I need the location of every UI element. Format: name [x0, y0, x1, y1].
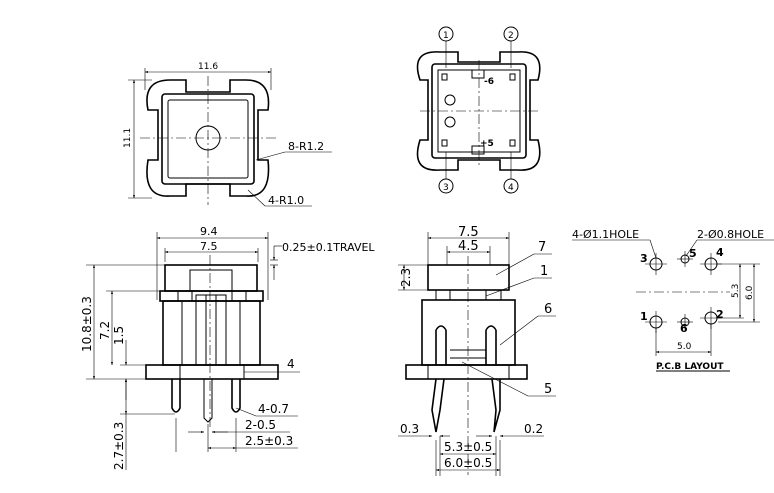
- pcb-title: P.C.B LAYOUT: [656, 362, 724, 372]
- side-callout-6: 6: [544, 302, 552, 317]
- pin-label-1: 1: [443, 31, 449, 41]
- pcb-pin-6: 6: [680, 322, 688, 335]
- pcb-pin-1: 1: [640, 310, 648, 323]
- front-width-inner: 7.5: [200, 240, 218, 253]
- pcb-dim-w: 5.0: [677, 342, 692, 352]
- side-lead-left: 0.3: [400, 422, 419, 436]
- side-cap-height: 2.3: [399, 268, 413, 287]
- front-height-total: 10.8±0.3: [80, 296, 94, 352]
- side-callout-5: 5: [544, 382, 552, 397]
- pin-label-3: 3: [443, 183, 449, 193]
- front-view: 9.4 7.5 0.25±0.1TRAVEL: [80, 225, 375, 470]
- pin-label-4: 4: [508, 183, 514, 193]
- top-width-label: 11.6: [198, 62, 218, 72]
- side-span-a: 5.3±0.5: [444, 440, 492, 454]
- side-cap-width: 7.5: [458, 225, 479, 240]
- radius-label-b: 4-R1.0: [268, 194, 304, 207]
- front-dim-c: 2.5±0.3: [245, 434, 293, 448]
- pcb-hole-large-label: 4-Ø1.1HOLE: [572, 228, 639, 241]
- travel-label: 0.25±0.1TRAVEL: [282, 241, 375, 254]
- front-width-outer: 9.4: [200, 225, 218, 238]
- front-dim-a: 4-0.7: [258, 402, 289, 416]
- pcb-pin-3: 3: [640, 252, 648, 265]
- front-callout-4: 4: [287, 357, 295, 371]
- top-view: 11.6 11.1 8-R1.2 4-R1.0: [123, 62, 332, 207]
- side-view: 7.5 4.5 2.3 7 1 6: [398, 225, 556, 476]
- side-lead-right: 0.2: [524, 422, 543, 436]
- pin-label-6: -6: [484, 77, 494, 87]
- top-height-label: 11.1: [123, 128, 133, 148]
- front-dim-b: 2-0.5: [245, 418, 276, 432]
- pcb-dim-h1: 5.3: [731, 284, 741, 298]
- pin-label-2: 2: [508, 31, 514, 41]
- radius-label-a: 8-R1.2: [288, 140, 324, 153]
- pin-label-5: +5: [480, 139, 494, 149]
- front-height-body: 7.2: [98, 321, 112, 340]
- pcb-dim-h2: 6.0: [745, 285, 755, 300]
- side-callout-7: 7: [538, 240, 546, 255]
- pcb-pin-4: 4: [716, 246, 724, 259]
- pin-view: 1 2 3 4 -6 +5: [416, 26, 541, 194]
- pcb-layout: 4-Ø1.1HOLE 2-Ø0.8HOLE 3 5 4 1 6 2 5.3: [572, 228, 774, 372]
- front-lead-length: 2.7±0.3: [112, 422, 126, 470]
- side-span-b: 6.0±0.5: [444, 456, 492, 470]
- pcb-pin-2: 2: [716, 308, 724, 321]
- pcb-hole-small-label: 2-Ø0.8HOLE: [697, 228, 764, 241]
- pcb-pin-5: 5: [689, 247, 697, 260]
- side-callout-1: 1: [540, 264, 548, 279]
- side-cap-inner: 4.5: [458, 239, 479, 254]
- front-height-standoff: 1.5: [112, 326, 126, 345]
